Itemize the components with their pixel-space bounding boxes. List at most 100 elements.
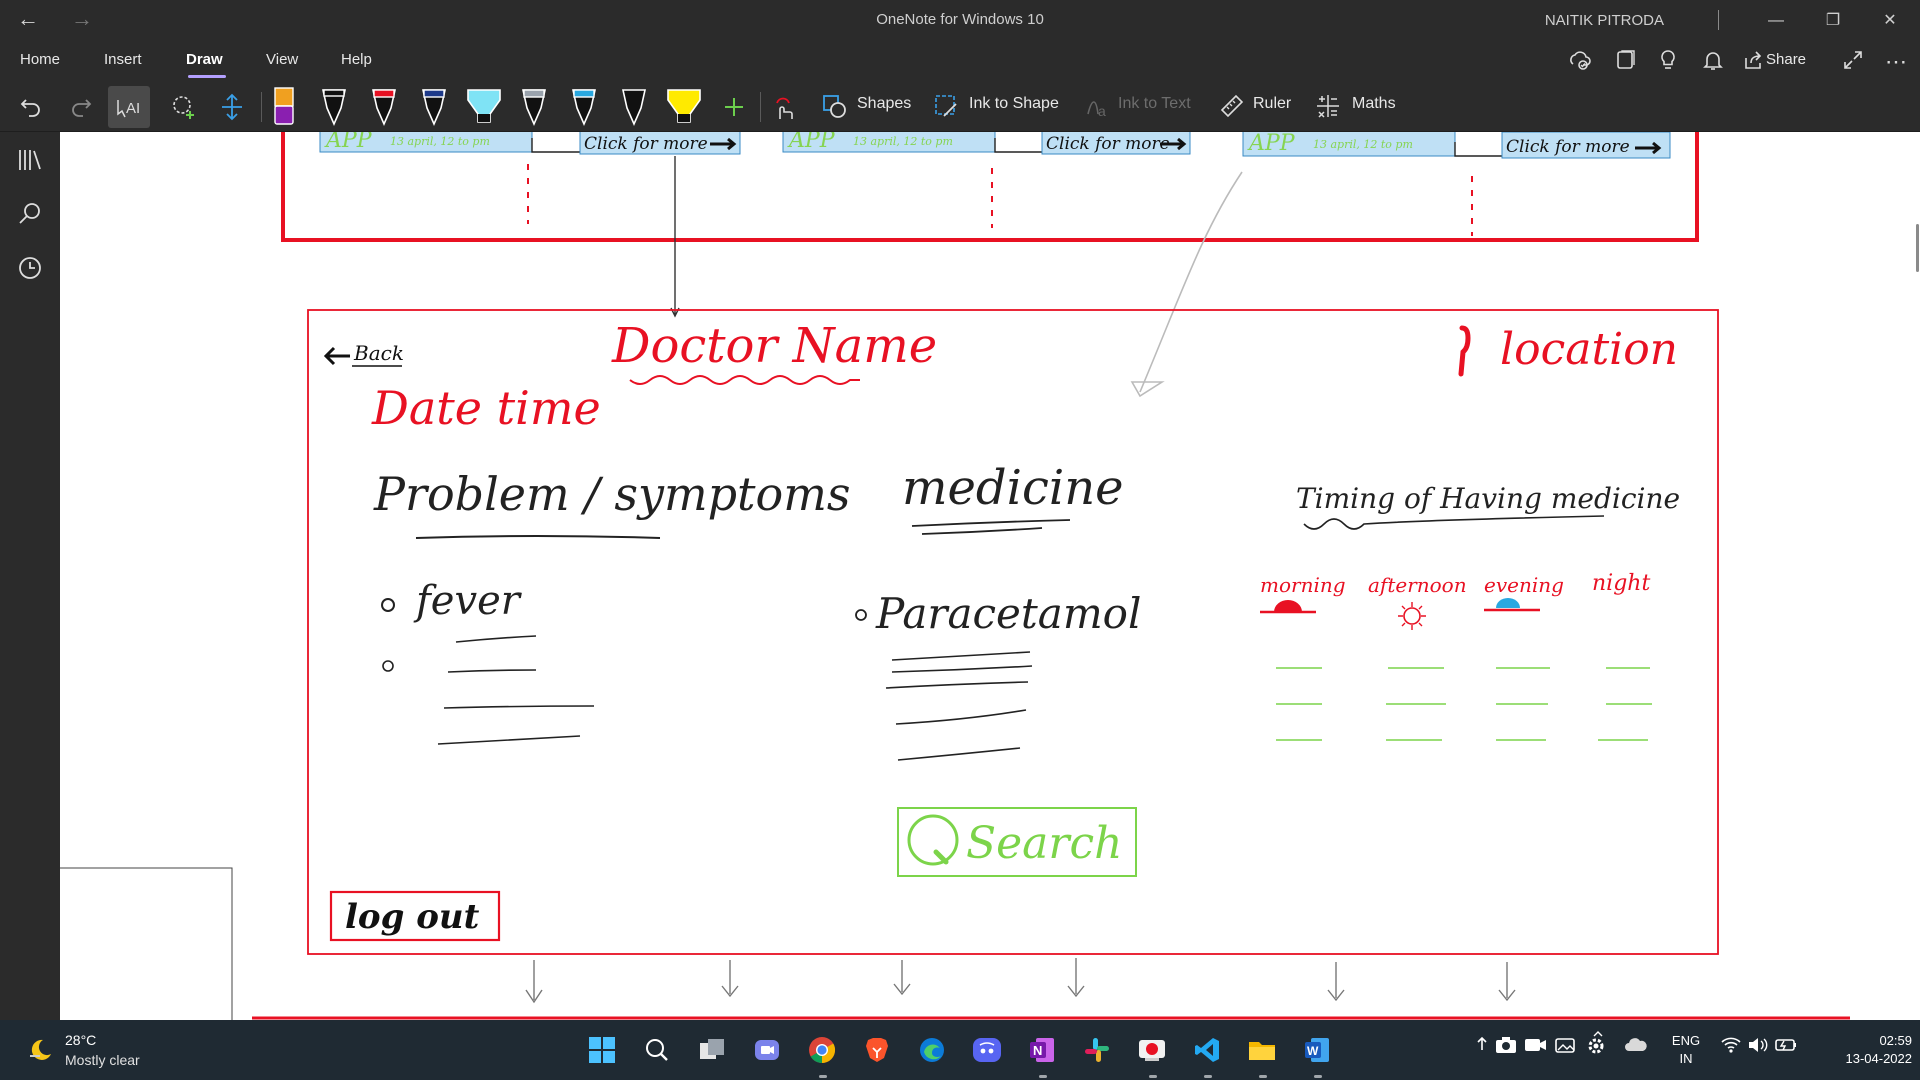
search-button[interactable]: Search bbox=[897, 807, 1137, 877]
card-2-more-button[interactable]: Click for more bbox=[1046, 134, 1170, 154]
forward-arrow-icon[interactable]: → bbox=[71, 6, 93, 31]
logout-label[interactable]: log out bbox=[345, 897, 480, 937]
logout-button[interactable]: log out bbox=[329, 890, 501, 942]
minimize-button[interactable]: — bbox=[1768, 12, 1784, 29]
share-button[interactable]: Share bbox=[1766, 51, 1807, 68]
tray-video-icon[interactable] bbox=[1524, 1036, 1548, 1060]
search-icon[interactable] bbox=[16, 200, 44, 228]
menu-insert[interactable]: Insert bbox=[104, 51, 142, 68]
menu-view[interactable]: View bbox=[266, 51, 299, 68]
user-name[interactable]: NAITIK PITRODA bbox=[1544, 12, 1664, 29]
back-arrow-icon[interactable]: ← bbox=[17, 6, 39, 31]
menu-help[interactable]: Help bbox=[341, 51, 372, 68]
clock-date: 13-04-2022 bbox=[1845, 1051, 1913, 1066]
back-link[interactable]: Back bbox=[323, 341, 404, 367]
recent-clock-icon[interactable] bbox=[16, 254, 44, 282]
search-label[interactable]: Search bbox=[966, 818, 1122, 869]
volume-icon[interactable] bbox=[1746, 1036, 1770, 1060]
brave-icon[interactable] bbox=[859, 1032, 895, 1068]
tray-overflow-chevron-icon[interactable] bbox=[1586, 1022, 1610, 1046]
vscode-icon[interactable] bbox=[1189, 1032, 1225, 1068]
teams-chat-icon[interactable] bbox=[749, 1032, 785, 1068]
file-explorer-icon[interactable] bbox=[1244, 1032, 1280, 1068]
connector-arrow-2 bbox=[1130, 171, 1243, 398]
undo-icon[interactable] bbox=[10, 86, 52, 128]
chrome-icon[interactable] bbox=[804, 1032, 840, 1068]
slack-icon[interactable] bbox=[1079, 1032, 1115, 1068]
tray-settings-gear-icon[interactable] bbox=[1584, 1036, 1608, 1060]
note-canvas[interactable]: APP 13 april, 12 to pm Click for more AP… bbox=[60, 132, 1920, 1020]
vscode-running-indicator bbox=[1204, 1075, 1212, 1078]
menu-bar: Home Insert Draw View Help Share ⋯ bbox=[0, 42, 1920, 82]
onedrive-cloud-icon[interactable] bbox=[1624, 1036, 1648, 1060]
add-pen-icon[interactable] bbox=[713, 86, 755, 128]
temperature[interactable]: 28°C bbox=[65, 1032, 97, 1048]
moon-weather-icon[interactable] bbox=[26, 1036, 54, 1064]
battery-charging-icon[interactable] bbox=[1774, 1036, 1798, 1060]
back-label[interactable]: Back bbox=[353, 341, 404, 365]
notebooks-icon[interactable] bbox=[16, 146, 44, 174]
tray-gallery-icon[interactable] bbox=[1554, 1036, 1578, 1060]
title-separator bbox=[1718, 10, 1719, 30]
pen-dark-blue-icon[interactable] bbox=[413, 86, 455, 128]
ink-drawing: APP 13 april, 12 to pm Click for more AP… bbox=[60, 132, 1850, 1020]
system-clock[interactable]: 02:59 13-04-2022 bbox=[1812, 1032, 1913, 1068]
discord-icon[interactable] bbox=[969, 1032, 1005, 1068]
notification-bell-icon[interactable] bbox=[1698, 49, 1728, 75]
ink-to-shape-icon[interactable] bbox=[934, 92, 960, 120]
ruler-icon[interactable] bbox=[1219, 92, 1245, 120]
wifi-icon[interactable] bbox=[1719, 1036, 1743, 1060]
shapes-icon[interactable] bbox=[822, 92, 848, 120]
share-icon[interactable] bbox=[1743, 49, 1763, 75]
ruler-button[interactable]: Ruler bbox=[1253, 95, 1292, 112]
card-1-app-label: APP bbox=[324, 132, 373, 153]
card-1-more-button[interactable]: Click for more bbox=[584, 134, 708, 154]
redo-icon[interactable] bbox=[60, 86, 102, 128]
touch-drawing-icon[interactable] bbox=[763, 86, 805, 128]
maximize-button[interactable]: ❐ bbox=[1825, 12, 1841, 29]
input-language[interactable]: ENG IN bbox=[1668, 1032, 1704, 1068]
sync-icon[interactable] bbox=[1565, 49, 1595, 75]
ink-to-shape-button[interactable]: Ink to Shape bbox=[969, 95, 1059, 112]
ink-to-text-button[interactable]: Ink to Text bbox=[1118, 95, 1191, 112]
card-3-more-button[interactable]: Click for more bbox=[1506, 137, 1630, 157]
vertical-scrollbar[interactable] bbox=[1916, 224, 1919, 272]
pen-galaxy-icon[interactable] bbox=[513, 86, 555, 128]
appointment-card-3[interactable]: APP 13 april, 12 to pm Click for more bbox=[1242, 132, 1671, 236]
menu-home[interactable]: Home bbox=[20, 51, 61, 68]
edge-icon[interactable] bbox=[914, 1032, 950, 1068]
lasso-select-icon[interactable] bbox=[163, 86, 205, 128]
pen-black-2-icon[interactable] bbox=[613, 86, 655, 128]
card-1-date: 13 april, 12 to pm bbox=[390, 135, 490, 148]
page-view-icon[interactable] bbox=[1610, 49, 1640, 75]
tray-pin-icon[interactable] bbox=[1470, 1036, 1494, 1060]
taskbar-search-icon[interactable] bbox=[639, 1032, 675, 1068]
shapes-button[interactable]: Shapes bbox=[857, 95, 912, 112]
pencil-icon[interactable] bbox=[263, 86, 305, 128]
close-button[interactable]: ✕ bbox=[1883, 12, 1897, 29]
pen-light-blue-icon[interactable] bbox=[563, 86, 605, 128]
menu-draw[interactable]: Draw bbox=[186, 51, 223, 68]
maths-button[interactable]: Maths bbox=[1352, 95, 1396, 112]
tray-camera-icon[interactable] bbox=[1494, 1036, 1518, 1060]
fullscreen-icon[interactable] bbox=[1838, 49, 1868, 75]
onenote-icon[interactable]: N bbox=[1024, 1032, 1060, 1068]
type-select-tool-icon[interactable]: AI bbox=[108, 86, 150, 128]
screen-recorder-icon[interactable] bbox=[1134, 1032, 1170, 1068]
task-view-icon[interactable] bbox=[694, 1032, 730, 1068]
add-space-icon[interactable] bbox=[211, 86, 253, 128]
pen-red-icon[interactable] bbox=[363, 86, 405, 128]
maths-icon[interactable] bbox=[1315, 92, 1341, 120]
highlighter-cyan-icon[interactable] bbox=[463, 86, 505, 128]
lightbulb-icon[interactable] bbox=[1653, 49, 1683, 75]
weather-condition[interactable]: Mostly clear bbox=[65, 1052, 140, 1068]
ink-to-text-icon[interactable]: a bbox=[1084, 92, 1110, 120]
svg-text:AI: AI bbox=[126, 100, 140, 117]
pen-black-icon[interactable] bbox=[313, 86, 355, 128]
word-icon[interactable]: W bbox=[1299, 1032, 1335, 1068]
highlighter-yellow-icon[interactable] bbox=[663, 86, 705, 128]
appointment-card-2[interactable]: APP 13 april, 12 to pm Click for more bbox=[782, 132, 1191, 228]
appointment-card-1[interactable]: APP 13 april, 12 to pm Click for more bbox=[319, 132, 741, 224]
more-options-icon[interactable]: ⋯ bbox=[1885, 49, 1907, 74]
windows-start-icon[interactable] bbox=[584, 1032, 620, 1068]
